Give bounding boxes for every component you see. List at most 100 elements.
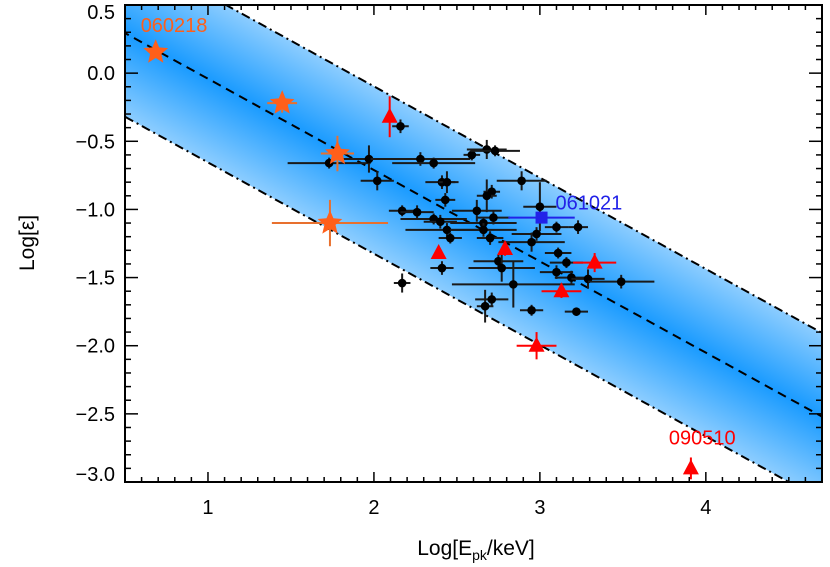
circle-point — [450, 223, 517, 237]
circle-point — [392, 157, 476, 169]
circle-point — [568, 220, 589, 234]
circle-point — [388, 205, 416, 217]
circle-marker — [552, 222, 561, 232]
circle-point — [476, 210, 511, 225]
circle-marker — [532, 229, 541, 239]
circle-marker — [494, 256, 503, 266]
triangle-marker — [586, 253, 603, 269]
square-point — [508, 211, 575, 224]
annotation-label: 090510 — [669, 427, 736, 449]
square-marker — [535, 211, 548, 224]
circle-point — [588, 274, 655, 289]
circle-marker — [527, 237, 536, 247]
circle-marker — [396, 121, 405, 131]
circle-marker — [442, 177, 452, 187]
triangle-point — [497, 239, 514, 256]
circle-marker — [467, 150, 477, 160]
circle-marker — [567, 273, 576, 282]
triangle-marker — [430, 244, 447, 260]
y-tick-label: −2.0 — [76, 336, 115, 358]
y-tick-label: −1.5 — [76, 268, 115, 290]
circle-marker — [397, 206, 407, 216]
circle-point — [400, 205, 434, 219]
circle-marker — [472, 206, 482, 216]
x-tick-label: 2 — [368, 497, 379, 519]
x-tick-label: 3 — [534, 497, 545, 519]
star-point — [143, 39, 169, 63]
triangle-point — [682, 457, 699, 480]
y-tick-label: −0.5 — [76, 131, 115, 153]
circle-marker — [482, 191, 492, 201]
circle-point — [470, 145, 520, 157]
circle-marker — [497, 263, 507, 273]
circle-marker — [479, 225, 488, 235]
circle-point — [475, 292, 509, 307]
circle-marker — [436, 217, 445, 226]
circle-point — [435, 193, 456, 207]
circle-point — [496, 171, 547, 191]
upper-bound-line — [223, 5, 822, 335]
circle-marker — [489, 213, 498, 222]
circle-marker — [442, 225, 452, 235]
circle-point — [438, 171, 456, 194]
y-tick-label: −3.0 — [76, 464, 115, 486]
circle-marker — [487, 295, 497, 304]
triangle-point — [516, 332, 557, 360]
circle-point — [468, 254, 535, 282]
triangle-point — [381, 96, 398, 138]
scatter-band — [125, 5, 822, 482]
triangle-point — [573, 253, 617, 273]
circle-marker — [480, 301, 490, 311]
circle-point — [539, 265, 574, 279]
circle-point — [564, 307, 589, 316]
circle-point — [511, 227, 562, 241]
circle-point — [360, 171, 394, 191]
circle-marker — [616, 277, 626, 286]
circle-marker — [429, 158, 438, 168]
circle-point — [544, 221, 569, 233]
x-tick-label: 4 — [700, 497, 711, 519]
circle-point — [423, 214, 457, 229]
data-points — [143, 39, 699, 480]
y-tick-label: 0.5 — [87, 2, 115, 24]
circle-marker — [416, 154, 425, 164]
circle-marker — [440, 195, 450, 205]
circle-marker — [573, 222, 583, 232]
circle-marker — [509, 280, 518, 289]
circle-marker — [552, 267, 561, 277]
circle-point — [476, 231, 504, 245]
circle-marker — [364, 154, 374, 164]
circle-marker — [490, 146, 500, 156]
triangle-point — [430, 244, 447, 260]
triangle-marker — [553, 282, 570, 298]
circle-point — [544, 247, 572, 259]
circle-point — [519, 304, 544, 316]
star-point — [320, 135, 355, 172]
circle-point — [451, 261, 575, 308]
annotations: 060218 061021 090510 — [141, 15, 736, 449]
circle-point — [498, 232, 565, 252]
scatter-band-fill — [125, 5, 822, 482]
star-point — [271, 199, 389, 247]
circle-marker — [445, 233, 455, 243]
circle-marker — [517, 176, 526, 186]
circle-point — [476, 289, 494, 323]
circle-marker — [412, 207, 422, 217]
x-tick-label: 1 — [202, 497, 213, 519]
y-tick-label: −1.0 — [76, 199, 115, 221]
circle-point — [430, 261, 454, 275]
star-marker — [325, 140, 350, 165]
x-axis-label: Log[Epk/keV] — [417, 537, 535, 563]
annotation-label: 061021 — [556, 193, 623, 215]
circle-marker — [572, 307, 581, 316]
triangle-marker — [682, 459, 699, 475]
star-marker — [269, 90, 295, 114]
triangle-point — [541, 282, 582, 299]
annotation-label: 060218 — [141, 15, 208, 37]
relation-lines — [125, 5, 822, 482]
y-tick-label: −2.5 — [76, 404, 115, 426]
triangle-marker — [528, 336, 545, 352]
circle-marker — [437, 263, 447, 273]
circle-marker — [482, 145, 492, 154]
